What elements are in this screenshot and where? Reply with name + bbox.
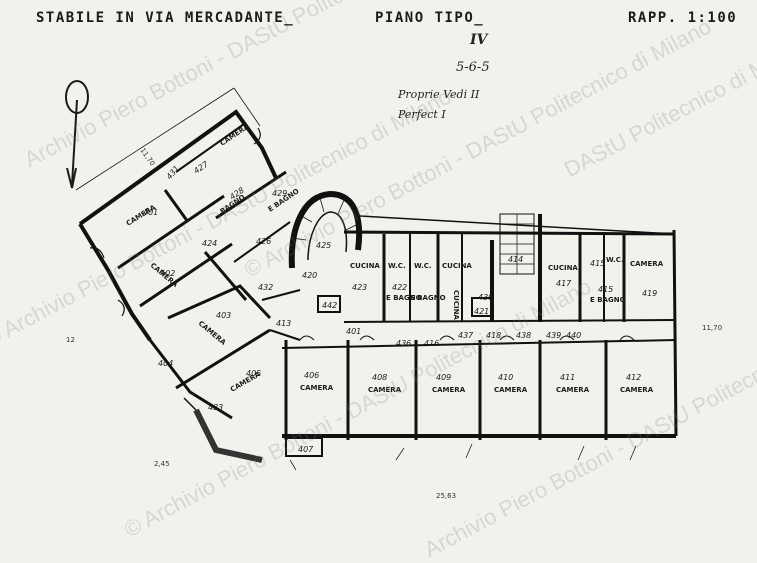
dimension-side: 12 <box>66 336 75 344</box>
room-number-442: 442 <box>322 301 337 310</box>
room-label-417: CUCINA <box>548 264 578 272</box>
dimension-bottom: 25,63 <box>436 492 456 500</box>
stair-curve <box>288 190 363 269</box>
paper-background <box>0 0 757 531</box>
room-number-401a: 401 <box>346 327 361 336</box>
room-number-440: 440 <box>566 331 581 340</box>
room-number-415: 415 <box>590 259 605 268</box>
room-label-cucina-b: CUCINA <box>452 290 460 320</box>
room-number-438: 438 <box>516 331 531 340</box>
room-number-408: 408 <box>372 373 387 382</box>
drawing-title: STABILE IN VIA MERCADANTE_ <box>36 10 295 26</box>
room-label-412: CAMERA <box>620 386 654 394</box>
room-number-419: 419 <box>642 289 657 298</box>
plan-title: PIANO TIPO_ <box>375 10 485 26</box>
room-number-401: 401 <box>143 208 158 217</box>
dimension-balcony: 2,45 <box>154 460 170 468</box>
room-number-414: 414 <box>508 255 523 264</box>
dimension-marks <box>289 443 637 471</box>
room-number-409: 409 <box>436 373 451 382</box>
room-number-411: 411 <box>560 373 575 382</box>
floor-numbers: 5-6-5 <box>456 60 490 75</box>
room-number-413: 413 <box>276 319 291 328</box>
room-number-407: 407 <box>298 445 314 454</box>
room-label-cucina-a: CUCINA <box>442 262 472 270</box>
room-label-wc2: W.C. <box>414 262 432 270</box>
room-number-432: 432 <box>258 283 273 292</box>
note-perfect: Perfect I <box>398 108 446 121</box>
floor-roman-numeral: IV <box>470 32 488 48</box>
room-number-406: 406 <box>304 371 319 380</box>
room-label-419: CAMERA <box>630 260 664 268</box>
room-number-404: 404 <box>158 359 173 368</box>
room-number-416: 416 <box>424 339 439 348</box>
note-proprie: Proprie Vedi II <box>398 88 480 101</box>
room-number-403: 403 <box>216 311 231 320</box>
main-block <box>261 213 678 457</box>
scale-label: RAPP. 1:100 <box>628 10 738 26</box>
floor-plan-drawing: 401 CAMERA 402 CAMERA 403 CAMERA 404 405… <box>0 0 757 531</box>
room-number-426: 426 <box>256 237 271 246</box>
room-label-422: E BAGNO <box>386 294 422 302</box>
room-number-437: 437 <box>458 331 474 340</box>
room-number-410: 410 <box>498 373 513 382</box>
room-number-425: 425 <box>316 241 331 250</box>
room-number-405: 405 <box>246 369 261 378</box>
north-arrow-icon <box>65 80 89 189</box>
room-number-424: 424 <box>202 239 217 248</box>
dimension-right: 11,70 <box>702 324 722 332</box>
room-number-421: 421 <box>474 307 489 316</box>
room-number-433: 433 <box>208 403 223 412</box>
room-label-wc3: W.C. <box>606 256 624 264</box>
room-label-411: CAMERA <box>556 386 590 394</box>
room-number-430: 430 <box>478 293 493 302</box>
room-number-429: 429 <box>272 189 287 198</box>
room-label-408: CAMERA <box>368 386 402 394</box>
left-wing <box>75 87 291 463</box>
room-number-423: 423 <box>352 283 367 292</box>
room-number-420: 420 <box>302 271 317 280</box>
room-number-412: 412 <box>626 373 641 382</box>
room-number-422: 422 <box>392 283 407 292</box>
room-number-417: 417 <box>556 279 572 288</box>
room-label-423: CUCINA <box>350 262 380 270</box>
room-label-bagno-b: E BAGNO <box>410 294 446 302</box>
room-label-415b: E BAGNO <box>590 296 626 304</box>
room-number-415b: 415 <box>598 285 613 294</box>
room-number-436: 436 <box>396 339 411 348</box>
room-label-406: CAMERA <box>300 384 334 392</box>
room-label-409: CAMERA <box>432 386 466 394</box>
room-number-439: 439 <box>546 331 561 340</box>
room-number-402: 402 <box>160 269 175 278</box>
room-label-410: CAMERA <box>494 386 528 394</box>
room-number-418: 418 <box>486 331 501 340</box>
room-label-wc1: W.C. <box>388 262 406 270</box>
